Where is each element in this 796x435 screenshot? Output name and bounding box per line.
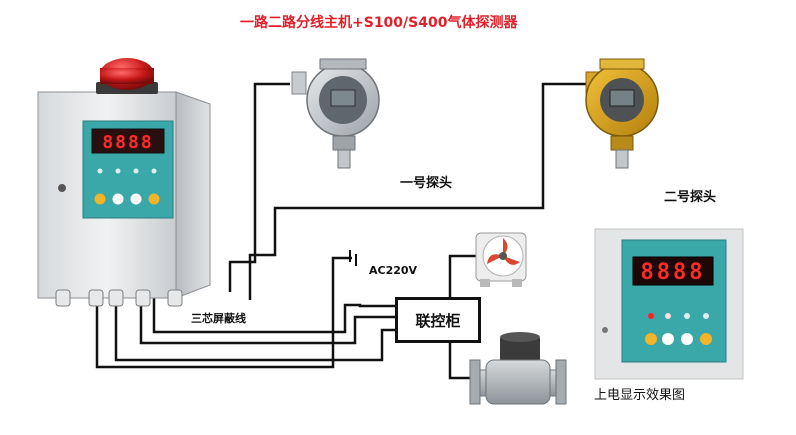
wire-probe2 (248, 82, 586, 300)
ac-plug-icon (349, 250, 357, 266)
wire-ctrl-4 (152, 298, 397, 334)
wire-probe1 (228, 82, 290, 292)
probe1-label: 一号探头 (400, 176, 453, 191)
exhaust-fan-icon (475, 232, 527, 287)
wire-ctrl-3 (139, 298, 397, 345)
probe2-device (585, 58, 659, 169)
wiring (95, 82, 586, 380)
shielded-wire-label: 三芯屏蔽线 (191, 312, 246, 325)
power-on-photo (594, 228, 744, 380)
indicator-leds (97, 168, 157, 174)
control-cabinet-box: 联控柜 (395, 297, 481, 343)
photo-caption: 上电显示效果图 (594, 388, 686, 403)
solenoid-valve-icon (469, 332, 567, 405)
cable-glands (55, 289, 183, 307)
probe1-device (291, 58, 380, 169)
alarm-lamp-icon (96, 58, 158, 94)
screw-icon (602, 327, 608, 333)
wire-ac (95, 256, 352, 369)
wire-ctrl-2 (114, 298, 397, 362)
lock-icon (58, 184, 66, 192)
controller-unit (37, 58, 211, 307)
probe2-label: 二号探头 (664, 190, 717, 205)
photo-display-digits: 8888 (641, 260, 706, 285)
control-cabinet-label: 联控柜 (415, 311, 461, 330)
ac220v-label: AC220V (369, 264, 418, 277)
diagram-title: 一路二路分线主机+S100/S400气体探测器 (240, 15, 518, 31)
main-display-digits: 8888 (102, 132, 153, 153)
controller-buttons (94, 193, 160, 205)
